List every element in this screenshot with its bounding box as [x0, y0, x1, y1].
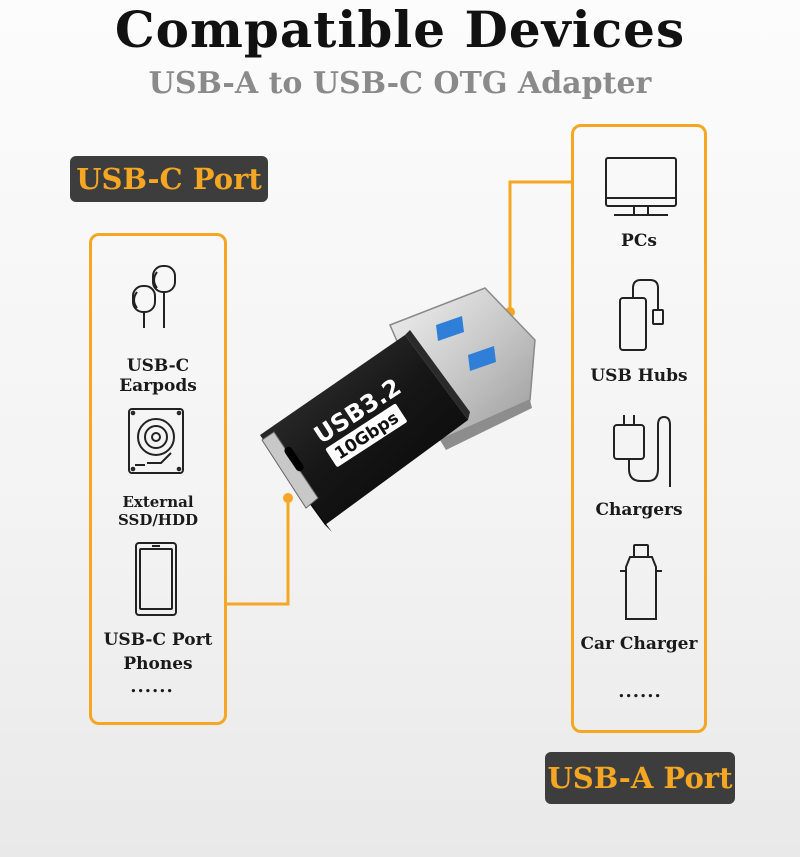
car-charger-icon — [618, 543, 664, 623]
usb-a-port-label: USB-A Port — [545, 752, 735, 804]
usb-c-connector-dot — [283, 493, 293, 503]
usb-c-port-label: USB-C Port — [70, 156, 268, 202]
adapter-speed-badge — [325, 403, 407, 467]
usb-c-devices-panel — [89, 233, 227, 725]
usb-a-connector-line — [508, 180, 571, 312]
usb-a-more-ellipsis: ...... — [618, 681, 662, 702]
charger-icon — [608, 411, 674, 489]
earbuds-icon — [121, 262, 187, 332]
device-label-phones-line2: Phones — [123, 654, 193, 674]
usb-c-receptacle — [261, 431, 319, 509]
usb-hub-icon — [614, 276, 670, 354]
device-label-earpods: USB-C Earpods — [119, 356, 197, 396]
device-label-phones-line1: USB-C Port — [103, 630, 213, 650]
smartphone-icon — [134, 541, 178, 617]
hard-drive-icon — [127, 407, 185, 475]
usb-a-pin-blue-bottom — [468, 346, 496, 371]
page-subtitle: USB-A to USB-C OTG Adapter — [148, 66, 652, 101]
device-label-ssd-hdd: External SSD/HDD — [117, 493, 198, 529]
monitor-icon — [604, 156, 678, 218]
usb-a-pin-blue-top — [436, 316, 464, 341]
usb-c-connector-line — [226, 498, 290, 606]
usb-c-more-ellipsis: ...... — [130, 676, 174, 697]
device-label-car-charger: Car Charger — [580, 634, 698, 654]
device-label-usb-hubs: USB Hubs — [590, 366, 688, 386]
page-title: Compatible Devices — [114, 0, 686, 59]
usb-a-devices-panel — [571, 124, 707, 733]
adapter-illustration: USB3.2 10Gbps — [260, 287, 536, 532]
device-label-chargers: Chargers — [595, 500, 683, 520]
device-label-pcs: PCs — [621, 231, 657, 251]
